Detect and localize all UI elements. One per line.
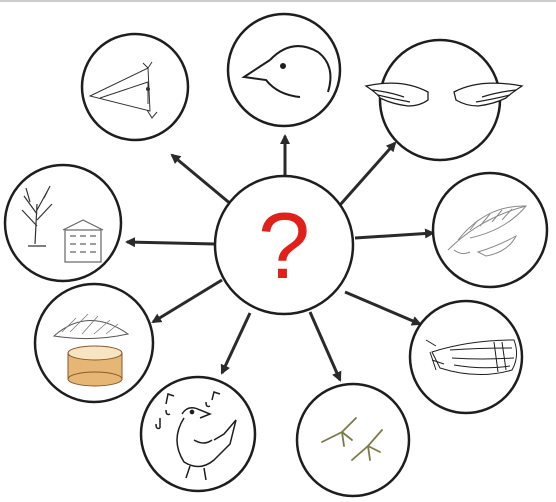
beak-icon xyxy=(88,61,158,119)
feet-node xyxy=(295,382,411,498)
singing-bird-icon xyxy=(155,391,237,481)
arrow-to-tail xyxy=(344,290,422,326)
arrow-to-song xyxy=(220,312,252,375)
arrow-to-feet xyxy=(308,311,342,382)
tail-node xyxy=(408,299,524,415)
arrow-to-feather xyxy=(354,228,435,240)
nest-node xyxy=(33,282,155,404)
feather-node xyxy=(431,171,549,289)
arrow-to-beak xyxy=(170,153,233,207)
head-node xyxy=(226,12,342,128)
tail-feathers-icon xyxy=(425,339,518,376)
wings-node xyxy=(364,38,524,162)
arrow-to-wings xyxy=(338,141,397,206)
question-mark: ? xyxy=(258,193,310,298)
arrow-to-nest xyxy=(151,278,223,324)
beak-node xyxy=(80,32,190,142)
arrow-to-habitat xyxy=(125,237,216,248)
song-node xyxy=(139,375,257,493)
feather-icon xyxy=(447,205,528,257)
nest-icon xyxy=(52,313,130,387)
habitat-node xyxy=(3,163,123,283)
bird-head-icon xyxy=(241,45,332,98)
arrows xyxy=(125,134,435,382)
center-circle xyxy=(213,174,355,316)
tree-and-building-icon xyxy=(21,185,104,263)
bird-feet-icon xyxy=(321,417,383,461)
wings-icon xyxy=(364,82,524,107)
center-node: ? xyxy=(213,174,355,316)
